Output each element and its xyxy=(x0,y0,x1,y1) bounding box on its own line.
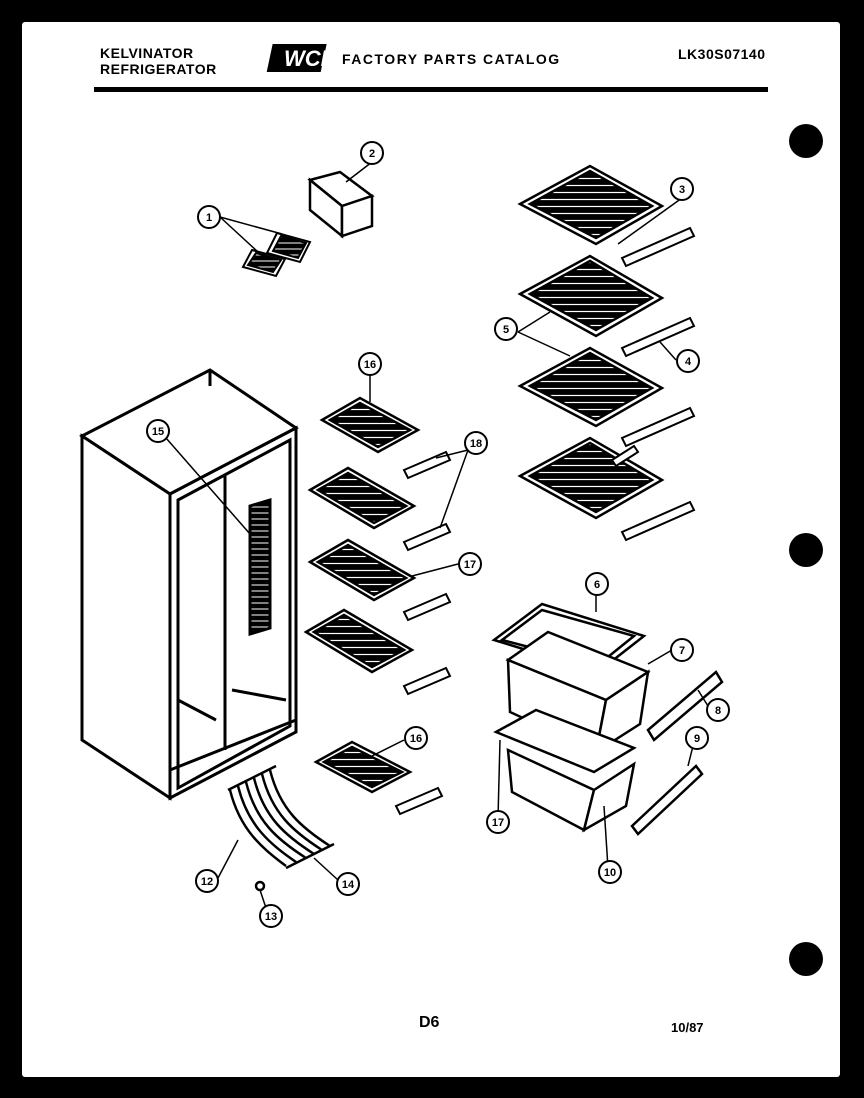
crisper-assembly xyxy=(491,602,724,836)
callout-5: 5 xyxy=(494,317,518,341)
part-callouts: 1 2 3 5 4 15 16 18 17 6 7 8 9 16 17 10 1… xyxy=(146,141,730,928)
svg-text:9: 9 xyxy=(694,733,700,745)
callout-18: 18 xyxy=(464,431,488,455)
svg-text:10: 10 xyxy=(604,867,616,879)
freezer-shelf-supports xyxy=(394,450,452,816)
ice-trays xyxy=(241,231,312,278)
svg-text:16: 16 xyxy=(364,359,376,371)
page-date: 10/87 xyxy=(671,1020,704,1035)
freezer-shelf-4 xyxy=(303,608,415,674)
binder-hole-top xyxy=(789,124,823,158)
svg-text:12: 12 xyxy=(201,876,213,888)
callout-4: 4 xyxy=(676,349,700,373)
callout-6: 6 xyxy=(585,572,609,596)
freezer-shelf-2 xyxy=(307,466,417,530)
svg-text:WCI: WCI xyxy=(284,46,328,71)
callout-10: 10 xyxy=(598,860,622,884)
freezer-shelf-1 xyxy=(319,396,421,454)
callout-13: 13 xyxy=(259,904,283,928)
callout-15: 15 xyxy=(146,419,170,443)
callout-8: 8 xyxy=(706,698,730,722)
svg-text:1: 1 xyxy=(206,212,212,224)
fresh-shelf-2 xyxy=(517,254,665,338)
svg-text:8: 8 xyxy=(715,705,721,717)
kickplate-grille xyxy=(227,764,335,892)
header-rule xyxy=(94,87,768,92)
crisper-pan-lower xyxy=(493,708,637,774)
svg-text:7: 7 xyxy=(679,645,685,657)
svg-text:15: 15 xyxy=(152,426,164,438)
svg-text:13: 13 xyxy=(265,911,277,923)
ice-bucket xyxy=(307,170,375,239)
freezer-shelf-5 xyxy=(313,740,413,794)
svg-text:17: 17 xyxy=(492,817,504,829)
freezer-shelves xyxy=(303,396,421,794)
callout-12: 12 xyxy=(195,869,219,893)
svg-text:16: 16 xyxy=(410,733,422,745)
callout-14: 14 xyxy=(336,872,360,896)
callout-2: 2 xyxy=(360,141,384,165)
fresh-shelf-4 xyxy=(517,436,665,520)
catalog-number: LK30S07140 xyxy=(678,46,766,62)
svg-text:17: 17 xyxy=(464,559,476,571)
brand-name: KELVINATOR xyxy=(100,45,194,61)
fresh-food-shelves xyxy=(517,164,665,520)
fresh-shelf-1 xyxy=(517,164,665,246)
fresh-shelf-supports xyxy=(610,226,696,542)
svg-text:14: 14 xyxy=(342,879,355,891)
callout-17-lower: 17 xyxy=(486,810,510,834)
page-number: D6 xyxy=(419,1014,440,1031)
callout-7: 7 xyxy=(670,638,694,662)
svg-text:2: 2 xyxy=(369,148,375,160)
svg-text:6: 6 xyxy=(594,579,600,591)
callout-1: 1 xyxy=(197,205,221,229)
svg-text:4: 4 xyxy=(685,356,692,368)
svg-text:18: 18 xyxy=(470,438,482,450)
callout-9: 9 xyxy=(685,726,709,750)
wci-logo: WCI xyxy=(266,44,328,72)
callout-17-right: 17 xyxy=(458,552,482,576)
catalog-title: FACTORY PARTS CATALOG xyxy=(342,51,561,67)
svg-text:3: 3 xyxy=(679,184,685,196)
binder-hole-bottom xyxy=(789,942,823,976)
callout-16-upper: 16 xyxy=(358,352,382,376)
callout-16-lower: 16 xyxy=(404,726,428,750)
fresh-shelf-3 xyxy=(517,346,665,428)
product-type: REFRIGERATOR xyxy=(100,61,217,77)
freezer-shelf-3 xyxy=(307,538,417,602)
svg-text:5: 5 xyxy=(503,324,509,336)
refrigerator-cabinet xyxy=(79,368,299,801)
binder-hole-middle xyxy=(789,533,823,567)
callout-3: 3 xyxy=(670,177,694,201)
